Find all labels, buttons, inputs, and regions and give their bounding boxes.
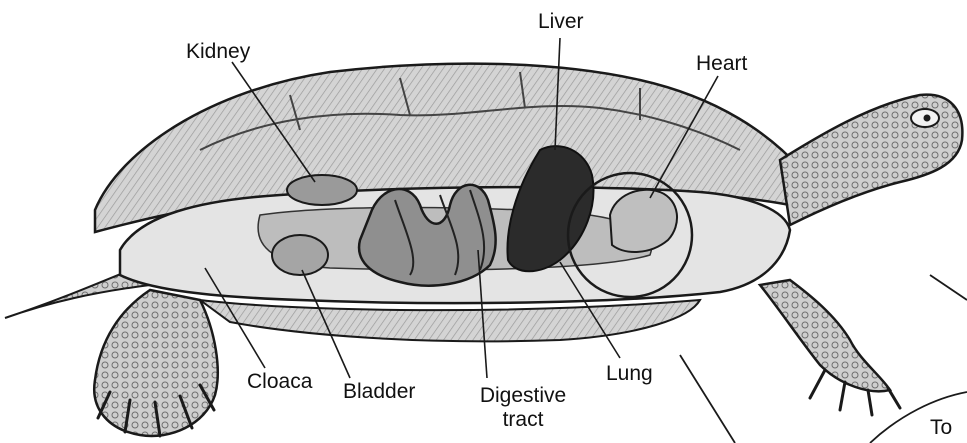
front-foot bbox=[760, 280, 890, 391]
label-lung: Lung bbox=[606, 362, 653, 386]
label-cloaca: Cloaca bbox=[247, 370, 312, 394]
label-liver: Liver bbox=[538, 10, 584, 34]
label-bladder: Bladder bbox=[343, 380, 415, 404]
kidney-organ bbox=[287, 175, 357, 205]
label-digestive-line1: Digestive bbox=[468, 384, 578, 408]
plastron bbox=[200, 300, 700, 341]
label-to-fragment: To bbox=[930, 416, 952, 440]
label-digestive-line2: tract bbox=[468, 408, 578, 432]
label-heart: Heart bbox=[696, 52, 747, 76]
label-kidney: Kidney bbox=[186, 40, 250, 64]
bladder-organ bbox=[272, 235, 328, 275]
label-digestive-tract: Digestive tract bbox=[468, 384, 578, 432]
